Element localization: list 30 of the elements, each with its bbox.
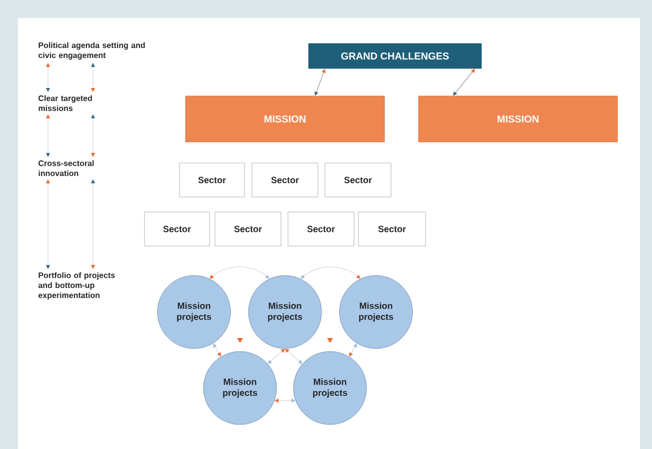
sector-box: Sector: [324, 162, 392, 198]
arrow: [268, 348, 285, 364]
arrow: [285, 348, 302, 364]
project-circle: [339, 275, 413, 349]
sector-box: Sector: [179, 162, 245, 198]
mission-box: MISSION: [185, 96, 385, 142]
level-label: Clear targeted missions: [38, 95, 92, 112]
project-circle: [293, 351, 367, 425]
project-circle: [157, 275, 231, 349]
sector-box: Sector: [214, 212, 282, 246]
arrow: [453, 68, 475, 96]
arrow: [274, 398, 296, 403]
circle-label: Mission projects: [223, 378, 258, 398]
circle-label: Mission projects: [177, 302, 212, 322]
mission-box: MISSION: [418, 96, 618, 142]
circle-label: Mission projects: [359, 302, 394, 322]
level-label: Portfolio of projects and bottom-up experimentation: [38, 272, 115, 300]
project-circle: [203, 351, 277, 425]
circle-label: Mission projects: [313, 378, 348, 398]
level-label: Political agenda setting and civic engagement: [38, 42, 145, 60]
challenge-box: GRAND CHALLENGES: [308, 43, 482, 69]
sector-box: Sector: [144, 212, 210, 246]
sector-box: Sector: [358, 212, 426, 246]
arrow: [210, 266, 270, 279]
level-label: Cross-sectoral innovation: [38, 160, 94, 176]
arrow: [300, 266, 360, 279]
project-circle: [248, 275, 322, 349]
sector-box: Sector: [288, 212, 354, 246]
sector-box: Sector: [252, 162, 318, 198]
circle-label: Mission projects: [268, 302, 302, 322]
